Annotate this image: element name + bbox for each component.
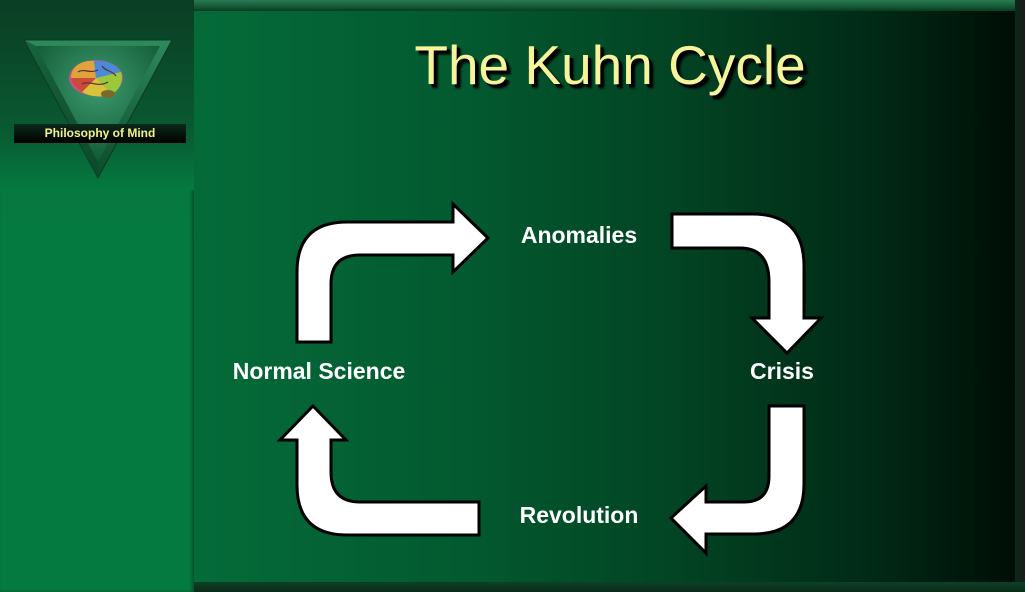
node-anomalies: Anomalies [521, 222, 637, 248]
node-revolution: Revolution [520, 502, 639, 528]
slide-frame-bottom [0, 582, 1025, 592]
brain-icon [23, 39, 173, 180]
logo-label: Philosophy of Mind [14, 124, 186, 143]
arrow-revolution-to-normal-science [276, 403, 481, 537]
slide-frame-top [0, 0, 1025, 11]
slide-frame-right [1015, 0, 1025, 592]
slide-title: The Kuhn Cycle [414, 34, 806, 96]
arrow-anomalies-to-crisis [670, 212, 825, 356]
arrow-normal-science-to-anomalies [295, 200, 491, 344]
node-normal-science: Normal Science [233, 358, 406, 384]
arrow-crisis-to-revolution [668, 404, 806, 557]
node-crisis: Crisis [750, 358, 814, 384]
